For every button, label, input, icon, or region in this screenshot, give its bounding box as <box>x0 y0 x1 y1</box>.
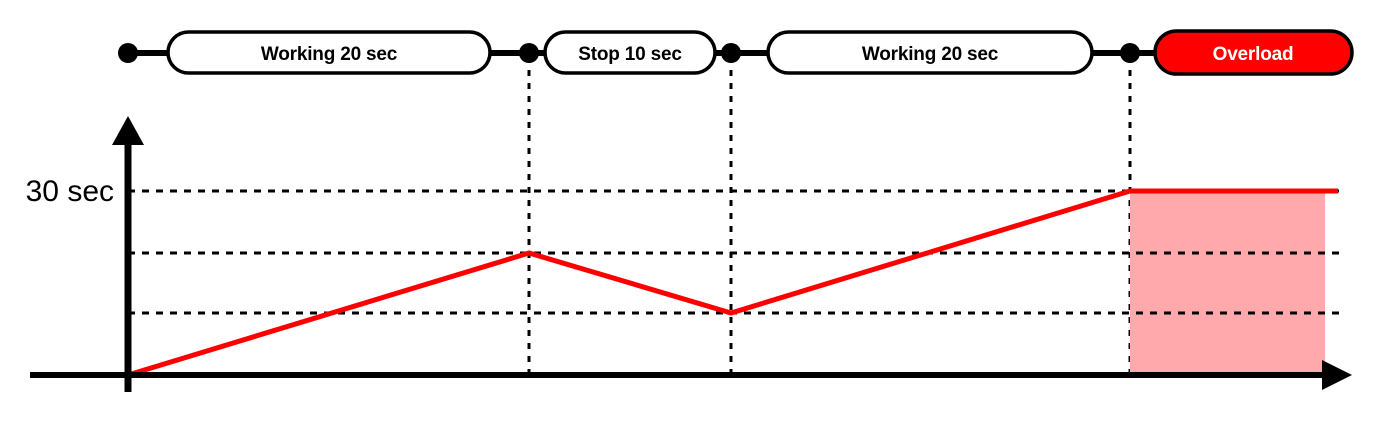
x-axis-arrowhead <box>1322 360 1352 390</box>
node-1-dot <box>519 43 539 63</box>
segment-working-2[interactable]: Working 20 sec <box>766 30 1094 75</box>
timeline-nodes <box>118 43 1140 63</box>
node-2-dot <box>721 43 741 63</box>
accumulated-time-line <box>127 188 1338 378</box>
segment-stop-label: Stop 10 sec <box>578 44 682 65</box>
chart-axes <box>30 116 1352 392</box>
segment-overload-pill[interactable] <box>1153 29 1354 76</box>
y-axis-tick-label-30sec: 30 sec <box>26 175 114 208</box>
chart-vertical-markers <box>527 70 1132 375</box>
y-axis-arrowhead <box>112 116 144 145</box>
segment-working-2-label: Working 20 sec <box>862 44 999 65</box>
segment-overload[interactable]: Overload <box>1153 29 1354 76</box>
node-3-dot <box>1120 43 1140 63</box>
segment-working-1-pill[interactable] <box>166 30 492 75</box>
timeline-segments: Working 20 sec Stop 10 sec Working 20 se… <box>166 29 1354 76</box>
segment-stop-pill[interactable] <box>543 30 717 75</box>
segment-working-1[interactable]: Working 20 sec <box>166 30 492 75</box>
segment-stop[interactable]: Stop 10 sec <box>543 30 717 75</box>
segment-working-1-label: Working 20 sec <box>261 44 398 65</box>
overload-region-shading <box>1130 191 1325 375</box>
node-start-dot <box>118 43 138 63</box>
segment-overload-label: Overload <box>1213 44 1294 65</box>
segment-working-2-pill[interactable] <box>766 30 1094 75</box>
